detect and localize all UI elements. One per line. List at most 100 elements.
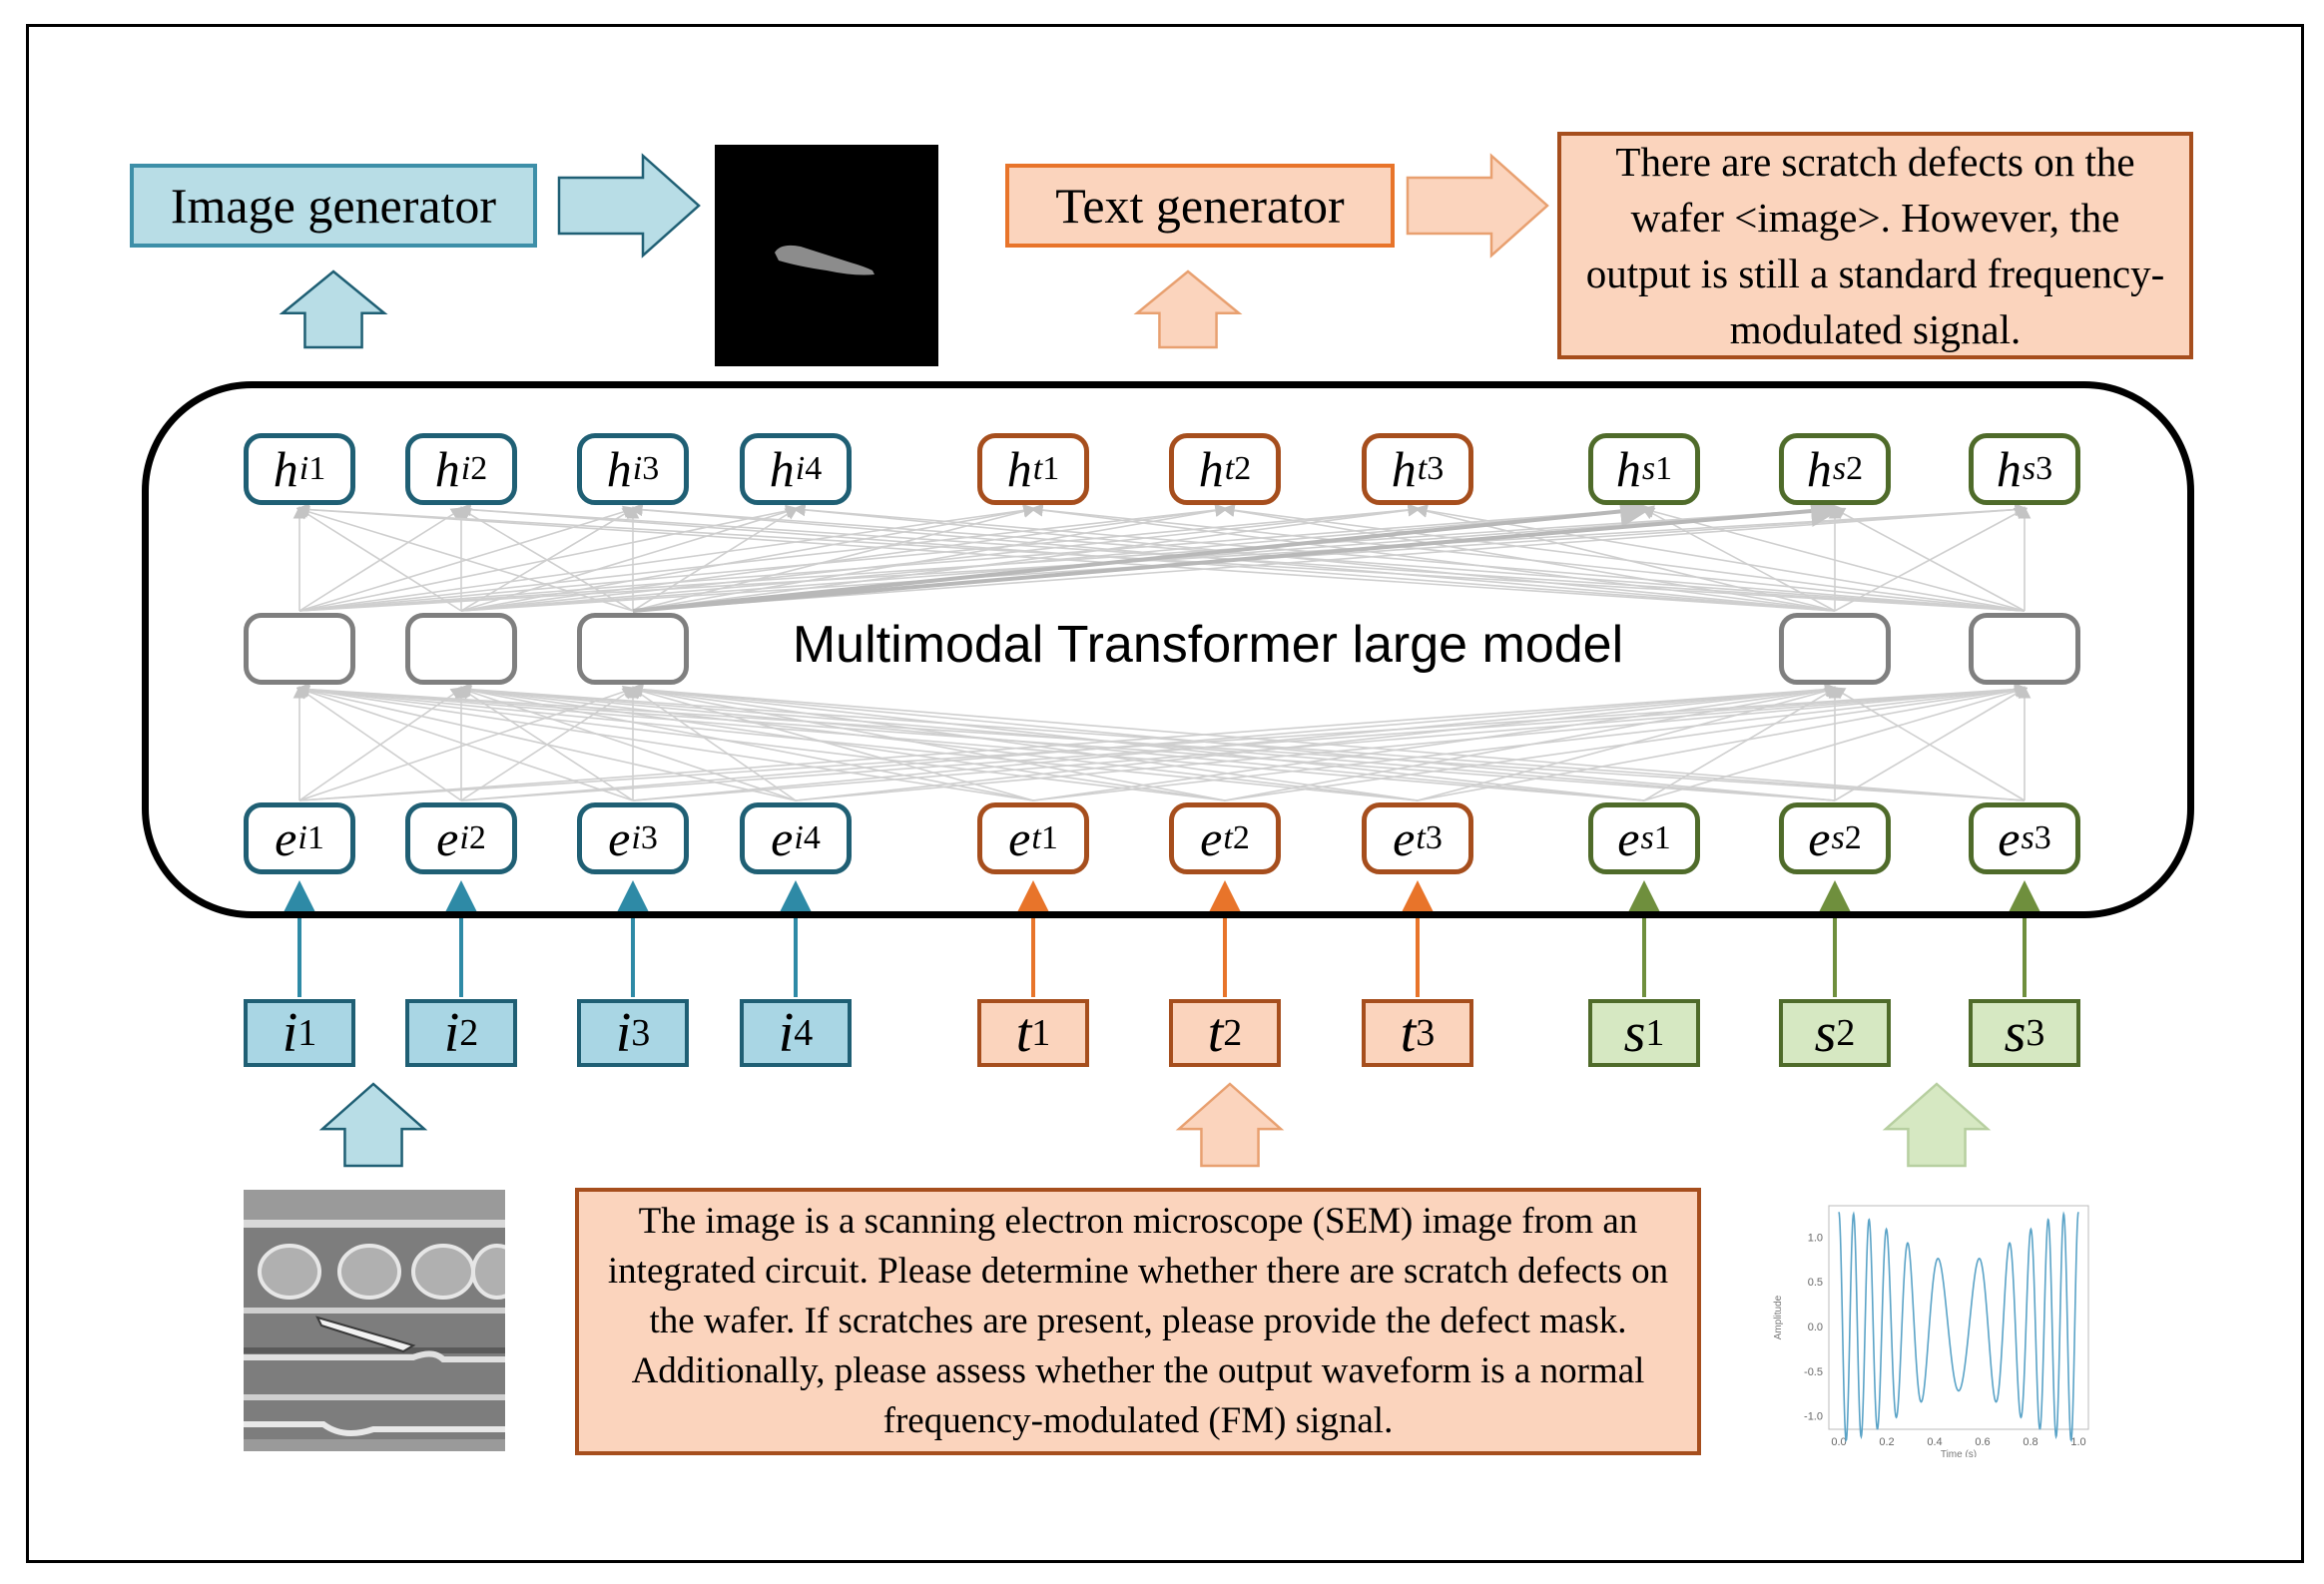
attention-edge [1029, 503, 1836, 612]
attention-edge-strong [632, 495, 1652, 613]
node-subscript-index: 1 [306, 819, 324, 856]
up-arrow-from-prompt [1175, 1082, 1285, 1168]
sem-image-graphic [244, 1190, 505, 1451]
transformer-label: Multimodal Transformer large model [792, 616, 1624, 674]
transformer-hidden-unit [1969, 613, 2080, 685]
node-subscript: t3 [1416, 819, 1442, 857]
attention-edge [792, 503, 1836, 612]
node-subscript-index: 1 [1653, 819, 1671, 856]
node-subscript: s1 [1642, 450, 1672, 488]
image-generator-box: Image generator [130, 164, 537, 248]
input-token-letter: s [1623, 1002, 1646, 1064]
attention-edge [295, 683, 1226, 801]
node-subscript-modality: s [1832, 450, 1847, 487]
node-subscript-modality: t [1416, 819, 1426, 856]
image-generator-label: Image generator [170, 178, 497, 234]
input-token-index: 3 [1416, 1012, 1436, 1054]
fm-signal-line [1838, 1211, 2079, 1443]
input-token-letter: t [1400, 1002, 1417, 1064]
node-subscript-modality: t [1417, 450, 1428, 487]
x-tick-label: 0.8 [2023, 1436, 2037, 1448]
node-subscript-index: 4 [805, 450, 823, 487]
node-base-letter: e [1393, 810, 1416, 866]
input-token-index: 4 [794, 1012, 814, 1054]
attention-edge [632, 504, 1229, 612]
attention-edge-strong [632, 495, 1843, 613]
output-text: There are scratch defects on the wafer <… [1585, 139, 2165, 352]
attention-edge [629, 503, 2026, 612]
attention-edge [295, 503, 1836, 612]
attention-edge [1221, 503, 2026, 612]
node-subscript-modality: i [298, 450, 309, 487]
up-arrow-from-waveform [1882, 1082, 1992, 1168]
attention-edge [460, 503, 1229, 612]
node-subscript-modality: s [2022, 450, 2036, 487]
node-base-letter: h [1996, 441, 2022, 497]
transformer-container [142, 381, 2194, 918]
plot-frame [1828, 1205, 2089, 1430]
x-tick-label: 0.4 [1927, 1436, 1942, 1448]
node-subscript: i1 [297, 819, 323, 857]
node-subscript-index: 1 [308, 450, 326, 487]
attention-edge [298, 503, 1648, 612]
attention-edge [1832, 687, 2026, 801]
node-subscript: s2 [1833, 450, 1863, 488]
input-token-letter: s [1814, 1002, 1837, 1064]
y-tick-label: 1.0 [1808, 1232, 1823, 1244]
attention-edge [792, 503, 2026, 612]
x-tick-label: 0.2 [1879, 1436, 1894, 1448]
attention-edge [460, 504, 1037, 612]
node-base-letter: e [608, 810, 631, 866]
attention-edge [629, 683, 2026, 801]
x-axis-label: Time (s) [1941, 1449, 1977, 1457]
input-token-letter: i [778, 1002, 795, 1064]
text-generator-label: Text generator [1055, 178, 1345, 234]
attention-edge [295, 505, 634, 612]
x-tick-label: 0.0 [1831, 1436, 1846, 1448]
input-token-letter: t [1015, 1002, 1032, 1064]
node-base-letter: h [1391, 441, 1417, 497]
node-subscript-index: 2 [1232, 819, 1250, 856]
node-subscript-modality: i [631, 819, 641, 856]
node-subscript-index: 3 [640, 819, 658, 856]
node-subscript: t3 [1418, 450, 1444, 488]
attention-edge [458, 507, 634, 612]
attention-edge [296, 507, 462, 612]
transformer-hidden-unit [577, 613, 689, 685]
attention-edge [632, 507, 799, 612]
attention-edge [1417, 685, 1839, 801]
attention-edge [629, 684, 1419, 801]
transformer-hidden-unit [1779, 613, 1891, 685]
attention-edge [1029, 503, 2026, 612]
node-subscript: i3 [631, 819, 657, 857]
node-base-letter: e [275, 810, 297, 866]
attention-edge [460, 505, 800, 612]
node-subscript: s3 [2023, 450, 2052, 488]
node-subscript-index: 1 [1040, 819, 1058, 856]
attention-edge [1417, 684, 2029, 801]
attention-edge [1032, 683, 1839, 801]
node-base-letter: h [1198, 441, 1224, 497]
input-token-letter: i [282, 1002, 298, 1064]
node-subscript: i4 [796, 450, 822, 488]
node-subscript-index: 2 [1234, 450, 1252, 487]
attention-edge [1643, 687, 1838, 801]
node-base-letter: e [1008, 810, 1031, 866]
node-subscript-modality: s [1641, 450, 1656, 487]
